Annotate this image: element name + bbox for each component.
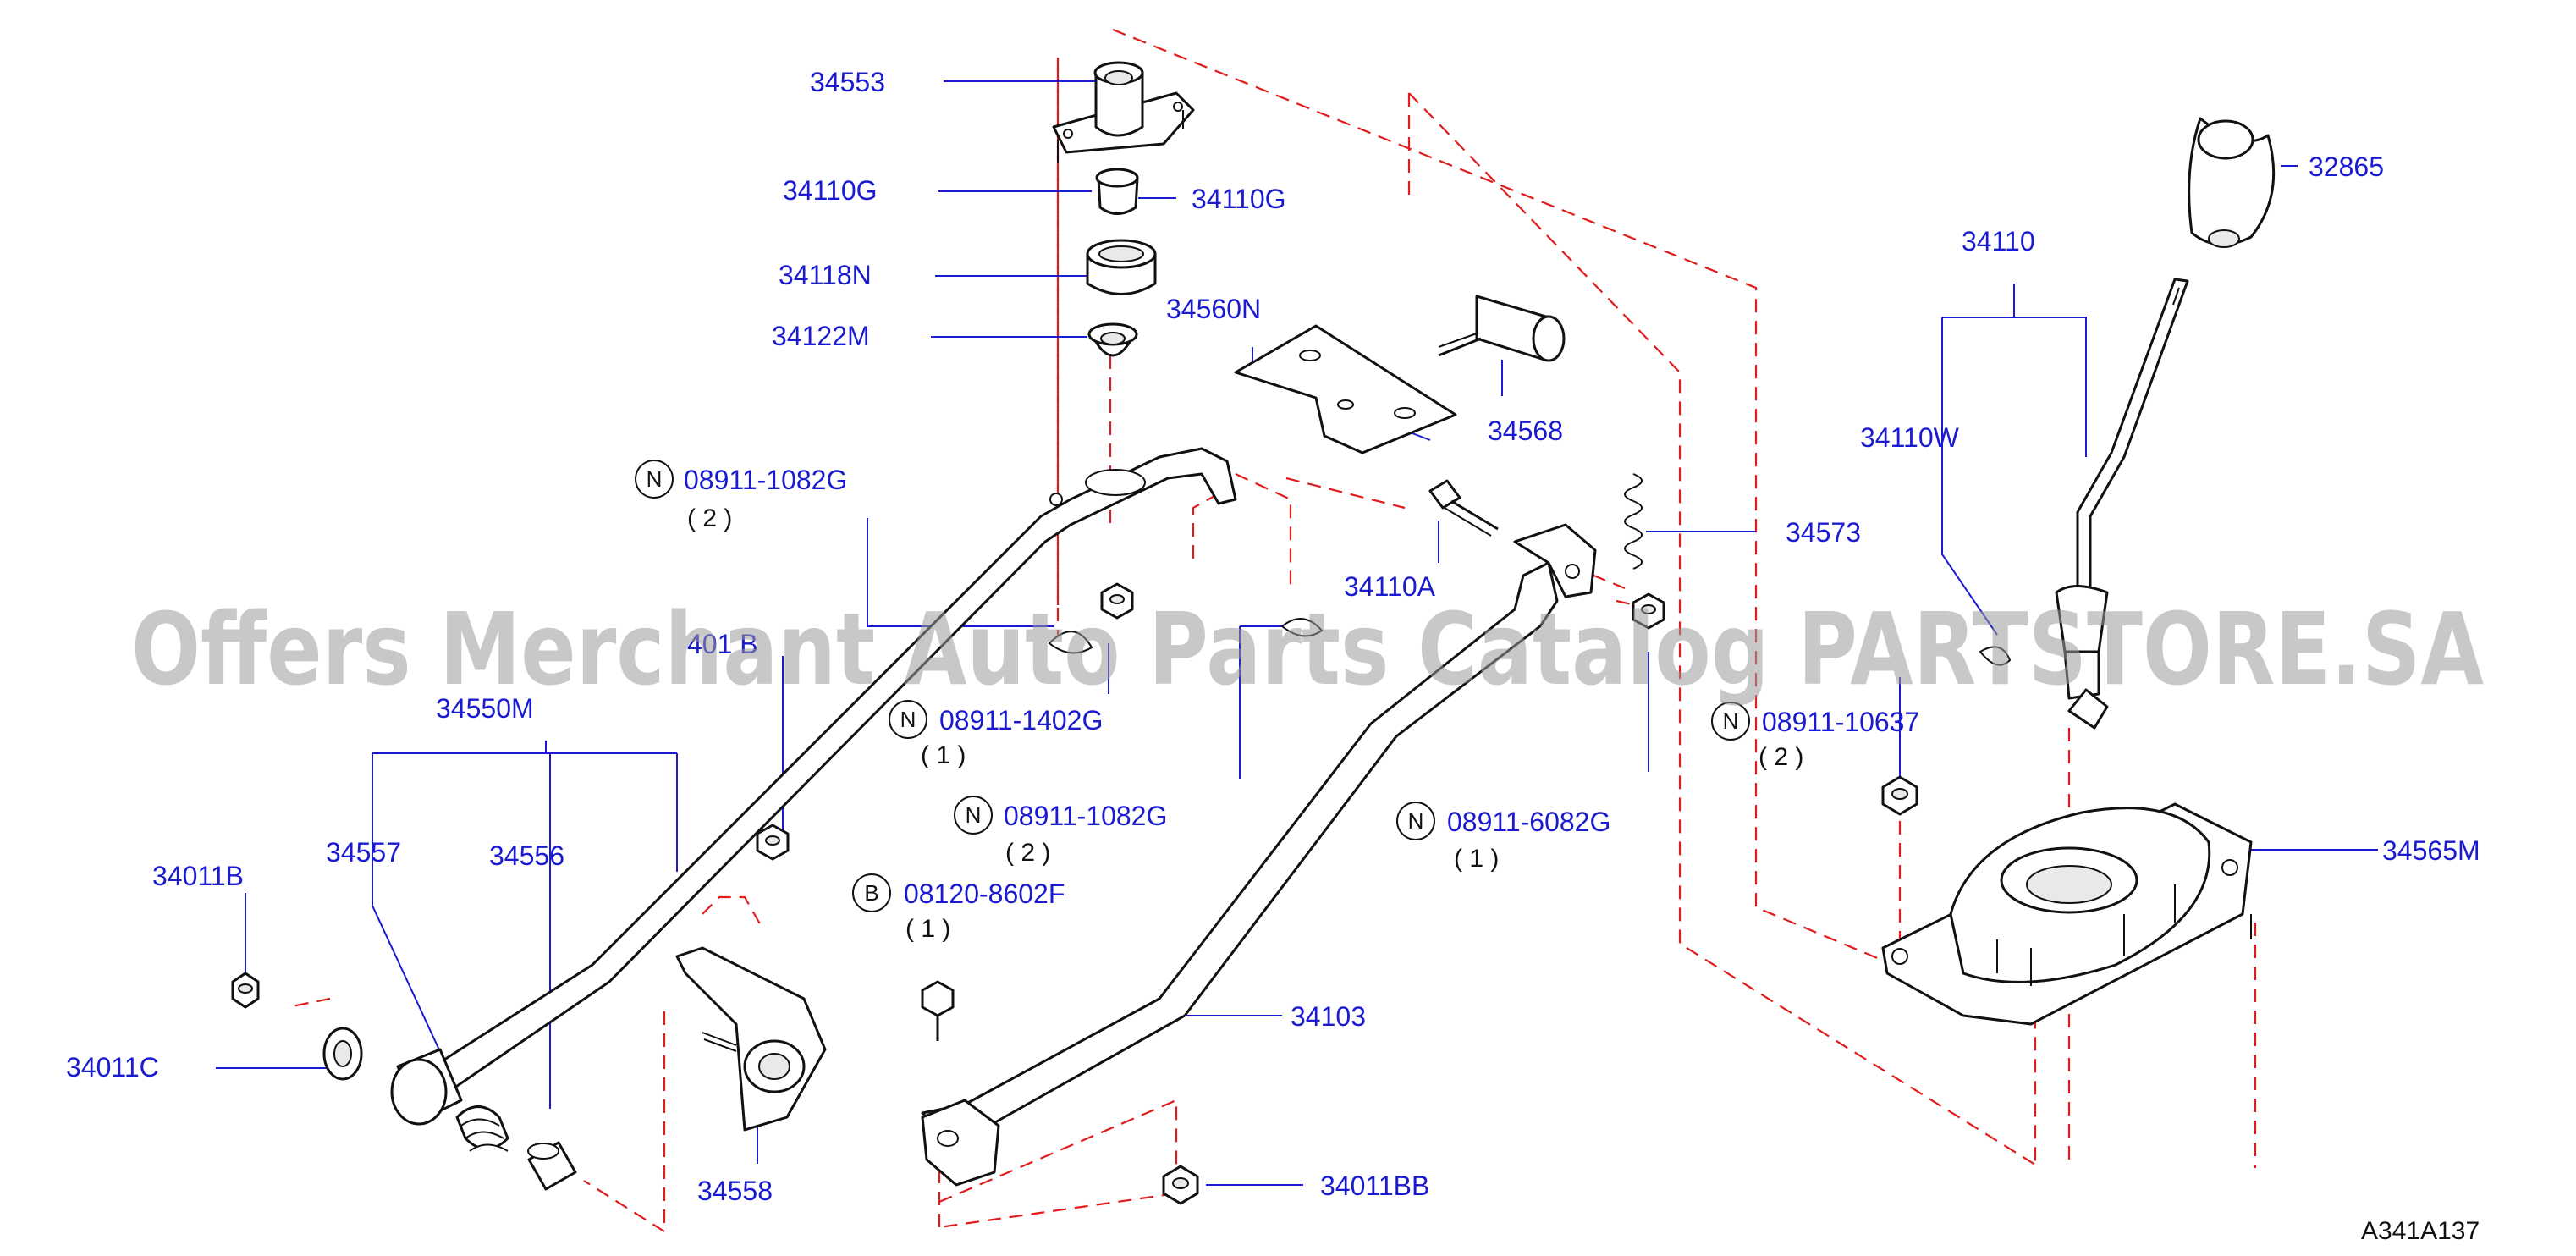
plate-34560N-drawing bbox=[1234, 324, 1457, 454]
badge-letter: B bbox=[864, 880, 878, 906]
leader-lines bbox=[216, 80, 2378, 1186]
label-401B-partial[interactable]: 401 B bbox=[687, 629, 758, 659]
washer-center-drawing bbox=[1280, 618, 1324, 637]
bolt-34110A-drawing bbox=[1428, 479, 1499, 537]
label-34103[interactable]: 34103 bbox=[1291, 1001, 1366, 1032]
label-32865[interactable]: 32865 bbox=[2309, 151, 2384, 182]
bracket-34553-drawing bbox=[1052, 61, 1195, 163]
label-34550M[interactable]: 34550M bbox=[436, 693, 534, 724]
housing-34565M-drawing bbox=[1881, 802, 2253, 1026]
control-rod-34550M-drawing bbox=[390, 447, 1237, 1126]
badge-circle bbox=[1711, 702, 1750, 741]
bracket-34558-drawing bbox=[675, 946, 827, 1132]
part-drawings bbox=[231, 61, 2276, 1205]
label-34556[interactable]: 34556 bbox=[489, 840, 564, 871]
fastener-part-number[interactable]: 08911-10637 bbox=[1762, 707, 1919, 737]
bumper-34568-drawing bbox=[1438, 295, 1566, 362]
badge-letter: N bbox=[900, 707, 916, 732]
watermark-text: Offers Merchant Auto Parts Catalog PARTS… bbox=[131, 591, 2484, 708]
badge-letter: N bbox=[1723, 708, 1739, 734]
spring-34573-drawing bbox=[1624, 473, 1643, 570]
fastener-part-number[interactable]: 08911-6082G bbox=[1447, 807, 1610, 837]
badge-letter: N bbox=[647, 466, 663, 492]
ring-34118N-drawing bbox=[1086, 239, 1157, 295]
label-34122M[interactable]: 34122M bbox=[772, 321, 870, 351]
label-34110A[interactable]: 34110A bbox=[1344, 571, 1436, 602]
washer-34110W-drawing bbox=[1979, 646, 2012, 666]
bolt-08120-8602F-drawing bbox=[921, 980, 955, 1041]
nut-401B-drawing bbox=[756, 824, 790, 861]
nut-08911-6082G-drawing bbox=[1632, 592, 1665, 630]
label-34110G-left[interactable]: 34110G bbox=[783, 175, 878, 206]
sleeve-34556-drawing bbox=[527, 1141, 577, 1191]
diagram-code: A341A137 bbox=[2361, 1217, 2480, 1245]
label-34558[interactable]: 34558 bbox=[697, 1176, 773, 1206]
nut-34011B-drawing bbox=[231, 972, 260, 1009]
label-34557[interactable]: 34557 bbox=[326, 837, 401, 868]
fastener-label-4: B 08120-8602F ( 1 ) bbox=[852, 873, 1065, 943]
lever-34110-drawing bbox=[2055, 278, 2189, 730]
badge-circle bbox=[954, 796, 993, 835]
badge-circle bbox=[1396, 802, 1435, 840]
washer-34011C-drawing bbox=[322, 1027, 363, 1081]
fastener-part-number[interactable]: 08911-1082G bbox=[684, 465, 847, 495]
label-34011BB[interactable]: 34011BB bbox=[1320, 1171, 1429, 1201]
fastener-quantity: ( 2 ) bbox=[1005, 839, 1050, 867]
washer-drawing bbox=[1048, 631, 1093, 654]
part-labels: 34553 34110G 34110G 34118N 34122M 34560N… bbox=[66, 67, 2480, 1206]
badge-letter: N bbox=[1408, 808, 1424, 834]
nut-34011BB-drawing bbox=[1162, 1165, 1199, 1205]
label-34011B[interactable]: 34011B bbox=[152, 861, 244, 891]
label-34118N[interactable]: 34118N bbox=[779, 260, 872, 290]
label-34110[interactable]: 34110 bbox=[1962, 226, 2035, 256]
fastener-part-number[interactable]: 08911-1402G bbox=[939, 705, 1103, 735]
nut-08911-10637-drawing bbox=[1881, 775, 1918, 816]
fastener-quantity: ( 2 ) bbox=[687, 504, 732, 532]
knob-32865-drawing bbox=[2188, 117, 2276, 248]
fastener-label-5: N 08911-6082G ( 1 ) bbox=[1396, 802, 1610, 873]
nut-08911-1402G-drawing bbox=[1100, 582, 1134, 620]
fastener-labels: N 08911-1082G ( 2 ) N 08911-1402G ( 1 ) … bbox=[635, 460, 1919, 943]
bush-34110G-drawing bbox=[1095, 168, 1139, 215]
badge-circle bbox=[889, 700, 927, 739]
fastener-quantity: ( 1 ) bbox=[1454, 845, 1499, 873]
badge-circle bbox=[635, 460, 674, 499]
fastener-part-number[interactable]: 08911-1082G bbox=[1004, 801, 1167, 831]
label-34568[interactable]: 34568 bbox=[1488, 416, 1563, 446]
fastener-quantity: ( 2 ) bbox=[1759, 743, 1803, 771]
badge-circle bbox=[852, 873, 891, 912]
fastener-label-6: N 08911-10637 ( 2 ) bbox=[1711, 702, 1919, 771]
fastener-label-1: N 08911-1082G ( 2 ) bbox=[635, 460, 847, 532]
fastener-part-number[interactable]: 08120-8602F bbox=[904, 879, 1065, 909]
label-34110W[interactable]: 34110W bbox=[1860, 422, 1960, 453]
fastener-quantity: ( 1 ) bbox=[905, 915, 950, 943]
label-34573[interactable]: 34573 bbox=[1786, 517, 1861, 548]
fastener-quantity: ( 1 ) bbox=[921, 741, 966, 769]
seat-34122M-drawing bbox=[1087, 322, 1138, 357]
label-34553[interactable]: 34553 bbox=[810, 67, 885, 97]
label-34110G-right[interactable]: 34110G bbox=[1192, 184, 1286, 214]
label-34011C[interactable]: 34011C bbox=[66, 1052, 159, 1082]
fastener-label-3: N 08911-1082G ( 2 ) bbox=[954, 796, 1167, 867]
bellows-34557-drawing bbox=[455, 1105, 509, 1152]
fastener-label-2: N 08911-1402G ( 1 ) bbox=[889, 700, 1103, 769]
label-34565M[interactable]: 34565M bbox=[2382, 835, 2480, 866]
badge-letter: N bbox=[966, 802, 982, 828]
rod-34103-drawing bbox=[921, 523, 1597, 1187]
label-34560N[interactable]: 34560N bbox=[1166, 294, 1261, 324]
